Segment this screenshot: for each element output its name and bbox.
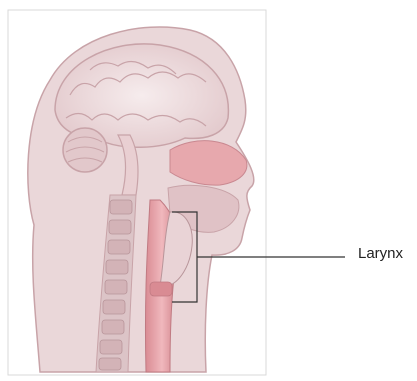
vocal-fold-region: [150, 282, 172, 296]
larynx-label: Larynx: [358, 245, 403, 262]
